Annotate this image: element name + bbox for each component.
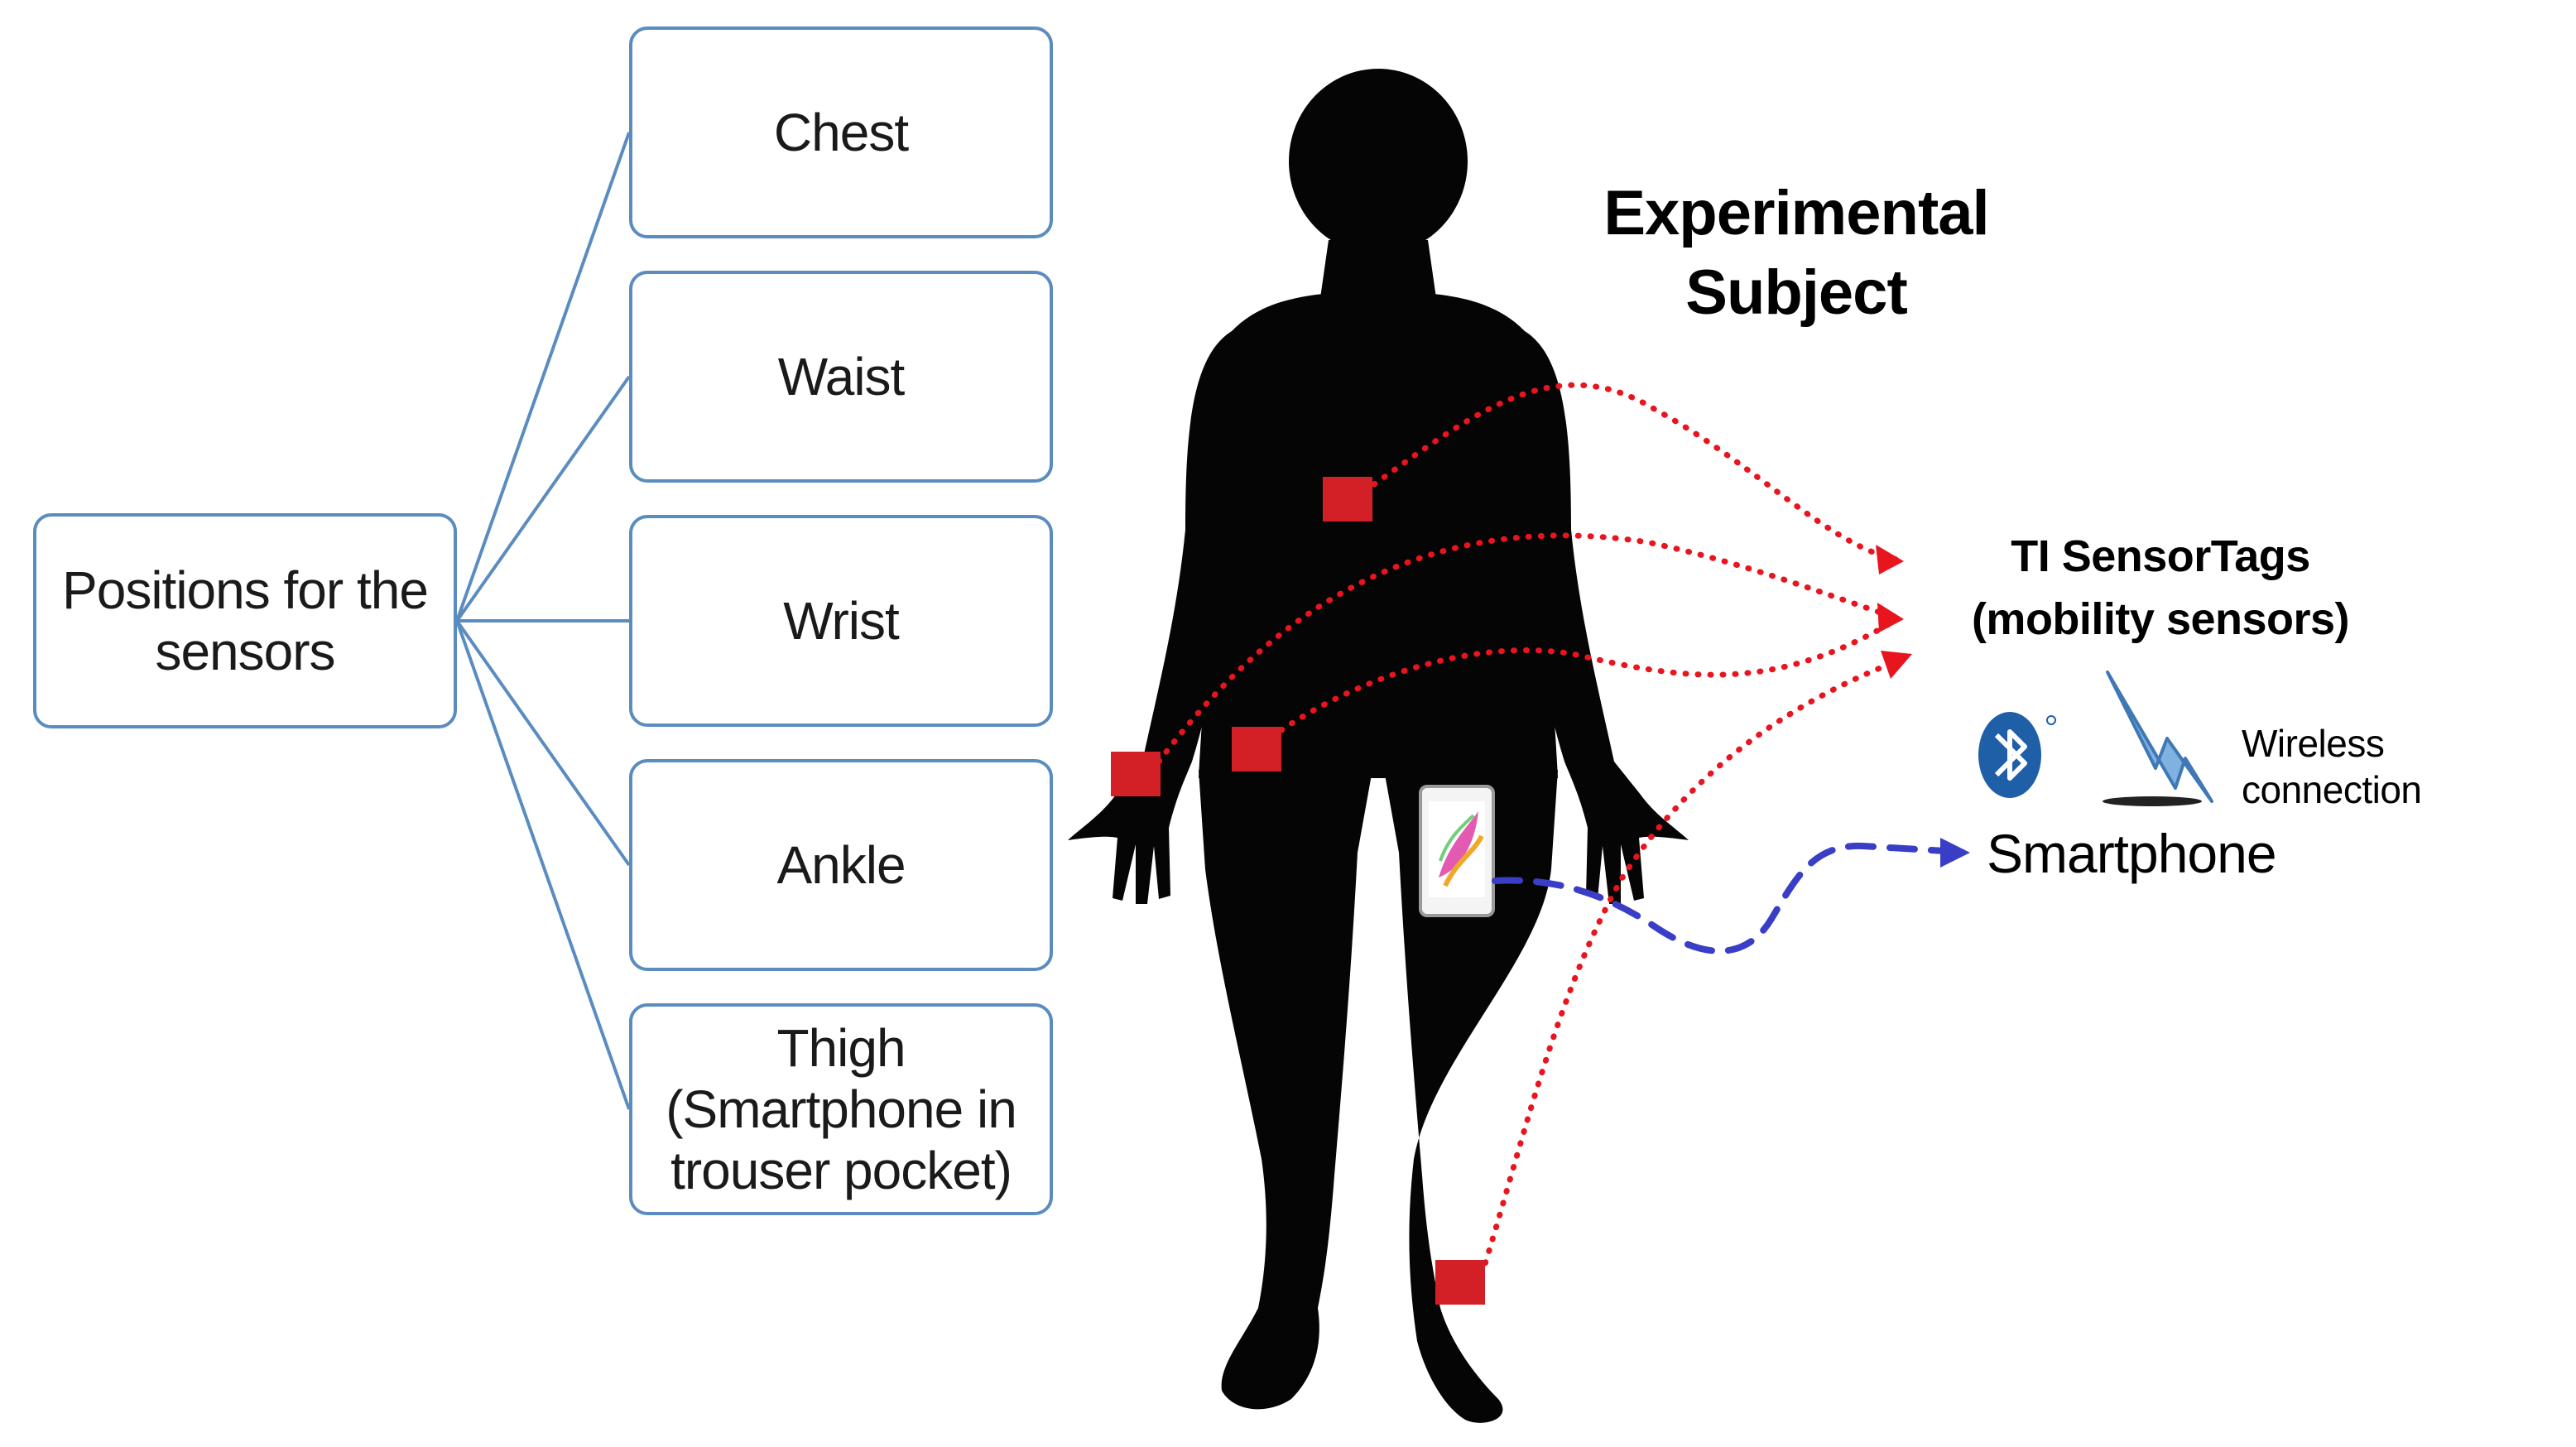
smartphone-label: Smartphone [1987, 823, 2277, 884]
sensortags-label: TI SensorTags (mobility sensors) [1937, 525, 2384, 651]
position-box-ankle: Ankle [629, 759, 1053, 971]
positions-root-line2: sensors [155, 622, 335, 681]
position-label-thigh-1: Thigh [776, 1018, 906, 1078]
sensor-chest [1323, 477, 1372, 522]
bluetooth-icon [1978, 712, 2056, 798]
sensor-ankle [1435, 1260, 1485, 1305]
experimental-subject-line1: Experimental [1603, 178, 1989, 248]
position-text-chest: Chest [773, 102, 909, 163]
sensor-waist [1232, 727, 1281, 772]
link-ankle [1478, 655, 1909, 1278]
position-label-thigh-3: trouser pocket) [670, 1141, 1012, 1200]
link-waist [1278, 616, 1901, 733]
pocket-smartphone-icon [1419, 785, 1495, 917]
connector-chest [455, 132, 631, 622]
positions-root-line1: Positions for the [62, 560, 429, 620]
sensor-wrist [1111, 752, 1161, 796]
position-label-chest: Chest [773, 103, 909, 162]
position-box-waist: Waist [629, 271, 1053, 483]
positions-root-text: Positions for the sensors [62, 560, 429, 682]
position-label-wrist: Wrist [783, 591, 900, 651]
wireless-signal-icon [2103, 671, 2213, 806]
position-box-chest: Chest [629, 26, 1053, 238]
connector-ankle [455, 619, 631, 867]
position-text-waist: Waist [777, 346, 906, 407]
tree-connectors [455, 132, 631, 1110]
position-box-thigh: Thigh (Smartphone in trouser pocket) [629, 1003, 1053, 1215]
sensor-links [1156, 382, 1909, 1278]
position-label-ankle: Ankle [776, 835, 906, 895]
link-wrist [1156, 532, 1899, 765]
connector-waist [455, 375, 631, 623]
link-chest [1371, 382, 1901, 563]
experimental-subject-line2: Subject [1685, 257, 1908, 328]
wireless-connection-label: Wireless connection [2242, 722, 2422, 811]
position-text-thigh: Thigh (Smartphone in trouser pocket) [666, 1017, 1017, 1201]
positions-root-box: Positions for the sensors [33, 513, 457, 728]
connector-thigh [455, 620, 631, 1110]
position-text-wrist: Wrist [783, 590, 900, 651]
sensor-patches [1111, 477, 1485, 1305]
position-text-ankle: Ankle [776, 834, 906, 896]
experimental-subject-title: Experimental Subject [1573, 174, 2020, 333]
sensortags-line1: TI SensorTags [2011, 531, 2310, 581]
position-box-wrist: Wrist [629, 515, 1053, 727]
sensor-link-arrowheads [1876, 545, 1912, 679]
position-label-waist: Waist [777, 347, 906, 406]
smartphone-link [1492, 838, 1970, 954]
position-label-thigh-2: (Smartphone in [666, 1079, 1017, 1139]
sensortags-line2: (mobility sensors) [1971, 594, 2350, 644]
human-silhouette [1068, 69, 1689, 1423]
